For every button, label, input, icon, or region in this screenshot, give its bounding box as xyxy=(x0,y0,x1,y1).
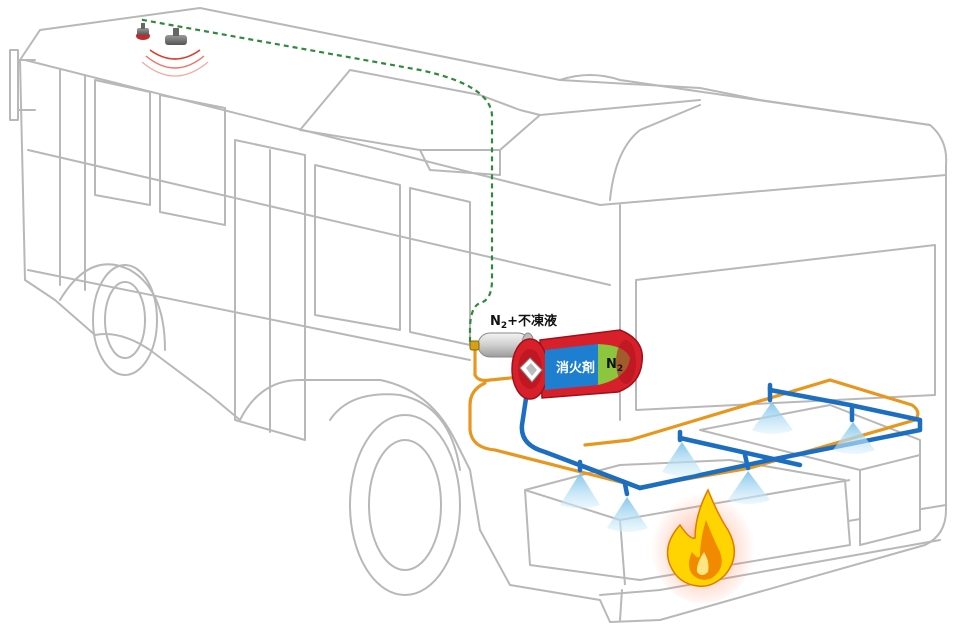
cylinder-gas-n: N xyxy=(606,357,617,372)
spray-cone xyxy=(560,473,600,509)
orange-pipe-network xyxy=(468,348,920,489)
spray-cone xyxy=(662,442,702,476)
fire-icon xyxy=(651,487,755,603)
cylinder-gas-sub: 2 xyxy=(617,364,623,374)
spray-cone xyxy=(607,497,648,532)
tank-label-rest: +不凍液 xyxy=(507,313,557,329)
spray-cone xyxy=(833,422,875,454)
extinguisher-cylinder xyxy=(511,329,644,400)
antifreeze-tank-label: N2+不凍液 xyxy=(490,313,557,331)
tank-label-n: N xyxy=(490,314,501,329)
sensor-signal-wire xyxy=(141,18,494,346)
spray-cone xyxy=(752,402,793,434)
spray-cone xyxy=(728,471,770,504)
cylinder-agent-label: 消火剤 xyxy=(556,360,595,376)
heat-sensor-large xyxy=(141,28,209,77)
tank-label-sub: 2 xyxy=(501,321,507,331)
blue-pipe-network xyxy=(519,382,923,497)
spray-nozzles xyxy=(560,402,875,532)
heat-sensor-small xyxy=(136,23,150,40)
cylinder-gas-label: N2 xyxy=(606,357,623,374)
